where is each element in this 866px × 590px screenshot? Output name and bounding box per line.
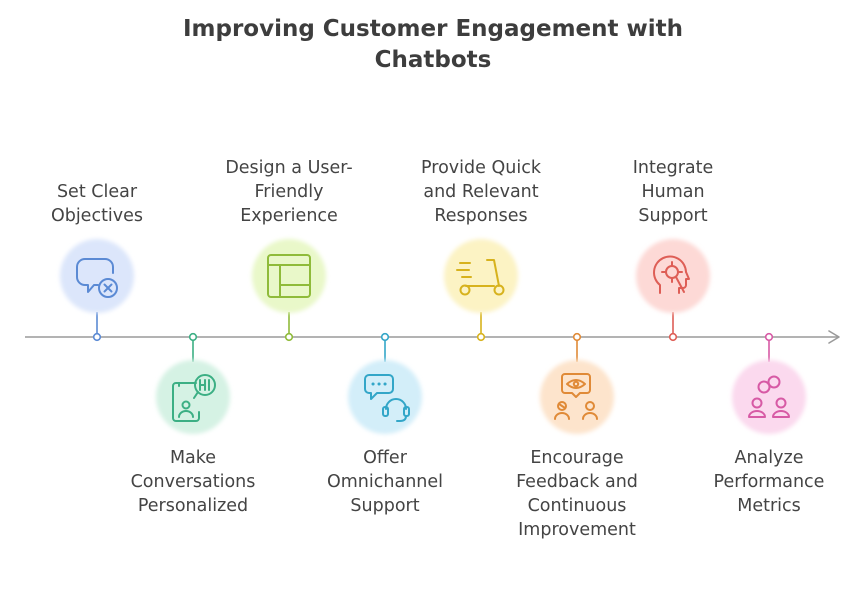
label-line: Performance [713, 472, 825, 492]
label-line: and Relevant [423, 182, 539, 202]
label-line: Omnichannel [326, 472, 444, 492]
label-line: Experience [240, 206, 338, 226]
label-line: Responses [434, 206, 528, 226]
step-provide-quick-relevant-responses [444, 239, 518, 342]
step-encourage-feedback-continuous-improvement [540, 332, 614, 434]
step-integrate-human-support [636, 239, 710, 342]
label-line: Support [350, 496, 420, 516]
fast-scooter-icon [456, 259, 505, 296]
step-marker [380, 332, 390, 342]
phone-hi-chat-icon [172, 374, 216, 422]
eye-feedback-people-icon [554, 373, 598, 420]
step-marker [284, 332, 294, 342]
step-icon-badge [252, 239, 326, 313]
step-design-user-friendly-experience [252, 239, 326, 342]
layout-template-icon [267, 254, 311, 298]
step-marker [188, 332, 198, 342]
step-icon-badge [60, 239, 134, 313]
label-line: Objectives [50, 206, 144, 226]
step-icon-badge [636, 239, 710, 313]
step-marker [668, 332, 678, 342]
step-label-provide-quick-relevant-responses: Provide Quick and Relevant Responses [406, 156, 556, 228]
step-set-clear-objectives [60, 239, 134, 342]
step-label-offer-omnichannel-support: Offer Omnichannel Support [310, 446, 460, 518]
step-analyze-performance-metrics [732, 332, 806, 434]
step-icon-badge [732, 360, 806, 434]
label-line: Support [638, 206, 708, 226]
label-line: Friendly [254, 182, 324, 202]
chat-bubble-x-icon [76, 258, 118, 298]
title-line-2: Chatbots [374, 47, 492, 73]
label-line: Continuous [527, 496, 627, 516]
step-offer-omnichannel-support [348, 332, 422, 434]
label-line: Make [169, 448, 217, 468]
label-line: Set Clear [56, 182, 138, 202]
step-label-integrate-human-support: Integrate Human Support [598, 156, 748, 228]
step-label-make-conversations-personalized: Make Conversations Personalized [118, 446, 268, 518]
label-line: Offer [363, 448, 407, 468]
label-line: Improvement [518, 520, 636, 540]
chat-headset-icon [364, 374, 410, 422]
step-icon-badge [156, 360, 230, 434]
step-label-analyze-performance-metrics: Analyze Performance Metrics [694, 446, 844, 518]
diagram-title: Improving Customer Engagement with Chatb… [133, 14, 733, 76]
step-icon-badge [348, 360, 422, 434]
step-marker [764, 332, 774, 342]
label-line: Integrate [632, 158, 714, 178]
label-line: Human [641, 182, 705, 202]
step-label-encourage-feedback-continuous-improvement: Encourage Feedback and Continuous Improv… [502, 446, 652, 542]
label-line: Feedback and [516, 472, 638, 492]
label-line: Conversations [130, 472, 256, 492]
label-line: Metrics [737, 496, 801, 516]
label-line: Analyze [734, 448, 804, 468]
label-line: Encourage [530, 448, 624, 468]
step-label-design-user-friendly-experience: Design a User- Friendly Experience [214, 156, 364, 228]
label-line: Provide Quick [421, 158, 541, 178]
label-line: Personalized [137, 496, 249, 516]
label-line: Design a User- [225, 158, 353, 178]
step-label-set-clear-objectives: Set Clear Objectives [22, 156, 172, 228]
step-icon-badge [444, 239, 518, 313]
step-marker [572, 332, 582, 342]
head-support-icon [653, 255, 690, 294]
step-marker [476, 332, 486, 342]
people-analysis-icon [748, 375, 790, 418]
timeline-arrow-head [828, 330, 840, 344]
title-line-1: Improving Customer Engagement with [182, 16, 684, 42]
step-make-conversations-personalized [156, 332, 230, 434]
step-marker [92, 332, 102, 342]
